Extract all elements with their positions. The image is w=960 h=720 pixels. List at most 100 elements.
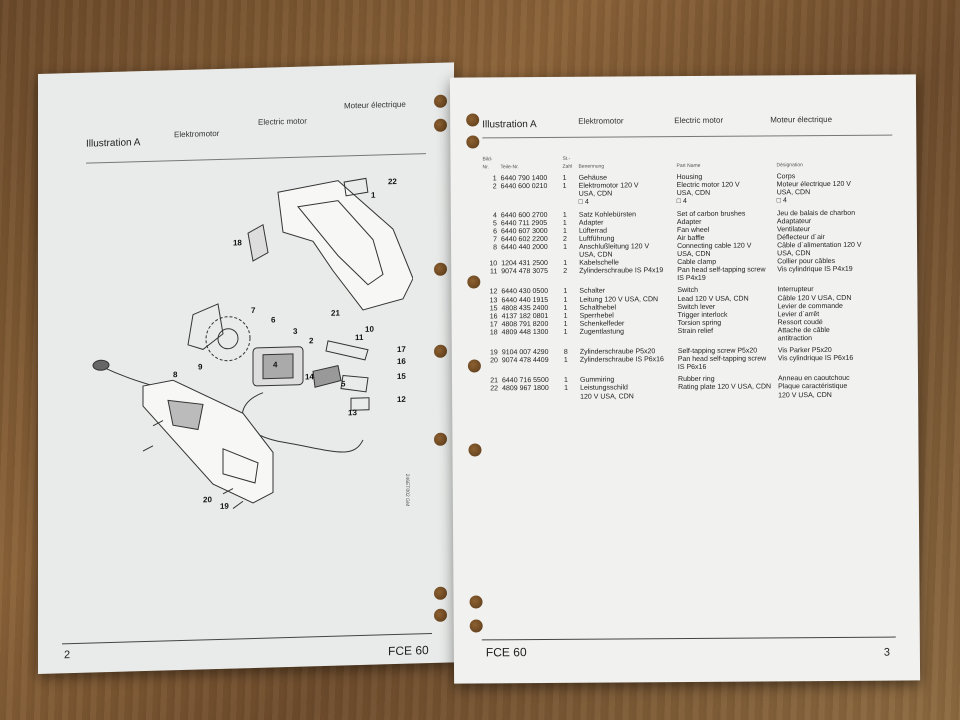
cell-bild-nr — [483, 192, 501, 200]
binder-hole — [434, 608, 447, 622]
cell-qty: 1 — [562, 227, 567, 235]
callout-18: 18 — [233, 238, 242, 247]
left-page-title: Illustration A — [86, 137, 141, 150]
callout-5: 5 — [341, 379, 346, 388]
brush-holder-shape — [247, 223, 269, 262]
right-footer-rule — [481, 636, 896, 641]
cell-bild-nr: 6 — [493, 228, 497, 236]
col-benennung: Benennung — [578, 163, 605, 170]
callout-2: 2 — [309, 336, 314, 345]
fan-wheel-shape — [205, 316, 251, 362]
callout-19: 19 — [220, 502, 229, 511]
cell-designation: Interrupteur — [777, 286, 814, 294]
callout-12: 12 — [397, 395, 406, 404]
callout-22: 22 — [388, 177, 397, 186]
left-header-en: Electric motor — [258, 116, 307, 127]
cell-benennung: Zylinderschraube IS P4x19 — [579, 267, 664, 275]
cell-part-name: Self-tapping screw P5x20 — [677, 347, 758, 356]
binder-hole — [434, 344, 447, 358]
cell-designation: Câble d´alimentation 120 V — [777, 241, 862, 250]
cell-designation: Vis Parker P5x20 — [777, 347, 832, 355]
callout-8: 8 — [173, 370, 178, 379]
parts-table: Bild-Nr. Teile-Nr. St.-Zahl Benennung Pa… — [482, 153, 866, 402]
cell-bild-nr — [483, 252, 501, 260]
right-page-number: 3 — [883, 646, 891, 659]
cell-benennung: Satz Kohlebürsten — [578, 210, 637, 219]
lower-housing-shape — [142, 379, 274, 504]
callout-17: 17 — [397, 345, 406, 354]
cell-bild-nr: 20 — [490, 357, 498, 365]
cell-teile-nr — [502, 393, 564, 402]
cell-qty: 1 — [564, 385, 568, 393]
cell-qty: 1 — [562, 211, 567, 219]
air-baffle-shape — [187, 303, 224, 350]
cell-bild-nr: 11 — [489, 268, 498, 276]
cell-qty: 1 — [563, 243, 568, 251]
cell-qty: 1 — [563, 320, 568, 328]
cell-part-name: Rubber ring — [677, 376, 715, 384]
cell-benennung: Zylinderschraube P5x20 — [579, 348, 656, 356]
cell-bild-nr — [484, 337, 502, 345]
cell-benennung: Gummiring — [579, 376, 615, 385]
binder-hole — [434, 262, 447, 276]
cell-bild-nr: 13 — [489, 296, 498, 304]
cell-qty — [563, 276, 579, 284]
cell-qty: 1 — [563, 304, 568, 312]
col-teile-nr: Teile-Nr. — [500, 164, 519, 171]
cell-qty — [563, 191, 579, 199]
cell-qty: 1 — [563, 377, 568, 385]
right-page-title: Illustration A — [482, 119, 537, 131]
cell-bild-nr: 2 — [492, 183, 497, 191]
cell-bild-nr: 19 — [489, 349, 498, 357]
cell-qty: 1 — [563, 312, 568, 320]
cell-part-name: Pan head self-tapping screw — [677, 355, 767, 364]
col-part-name: Part Name — [676, 162, 701, 170]
cell-part-name: Switch — [677, 287, 699, 295]
left-page: Illustration A Elektromotor Electric mot… — [38, 62, 454, 675]
left-model-name: FCE 60 — [388, 643, 429, 659]
left-header-de: Elektromotor — [174, 128, 220, 140]
callout-10: 10 — [365, 325, 374, 334]
housing-shape — [277, 180, 413, 311]
screw-shape — [222, 488, 234, 495]
left-page-number: 2 — [64, 649, 71, 662]
cell-bild-nr: 5 — [492, 219, 497, 227]
cell-benennung: Schalter — [579, 287, 606, 296]
binder-hole — [467, 275, 481, 289]
callout-14: 14 — [305, 372, 314, 381]
cell-teile-nr: 6440 600 2700 — [500, 211, 548, 219]
callout-13: 13 — [348, 408, 357, 417]
cell-qty: 1 — [563, 259, 568, 267]
cell-bild-nr — [484, 394, 502, 402]
switch-shape — [350, 397, 370, 411]
adapter-shape — [312, 365, 342, 388]
cell-bild-nr: 10 — [489, 260, 498, 268]
cell-bild-nr — [483, 200, 501, 208]
cell-bild-nr: 7 — [493, 236, 498, 244]
cell-teile-nr: 6440 430 0500 — [501, 288, 549, 296]
cell-bild-nr: 16 — [489, 312, 498, 321]
binder-hole — [469, 619, 483, 633]
cell-part-name — [678, 392, 778, 401]
cell-designation: Vis cylindrique IS P6x16 — [777, 354, 854, 363]
cell-bild-nr: 17 — [489, 321, 498, 329]
cell-bild-nr: 18 — [489, 329, 498, 337]
right-header-rule — [482, 134, 893, 139]
right-header-de: Elektromotor — [578, 116, 624, 126]
lead-wire-shape — [242, 392, 364, 453]
cell-qty: 1 — [563, 328, 568, 336]
binder-hole — [466, 135, 480, 149]
cell-qty: 1 — [563, 288, 568, 296]
right-header-fr: Moteur électrique — [770, 114, 833, 125]
callout-3: 3 — [293, 327, 298, 336]
callout-16: 16 — [397, 357, 406, 366]
cell-designation: Jeu de balais de charbon — [776, 209, 856, 217]
cell-part-name: Pan head self-tapping screw — [677, 266, 766, 275]
cell-bild-nr: 8 — [493, 244, 498, 252]
callout-4: 4 — [273, 360, 278, 369]
left-footer-rule — [62, 632, 432, 645]
cell-designation: Vis cylindrique IS P4x19 — [777, 266, 853, 274]
cell-bild-nr — [484, 366, 502, 374]
cell-benennung: Zylinderschraube IS P6x16 — [579, 356, 664, 364]
